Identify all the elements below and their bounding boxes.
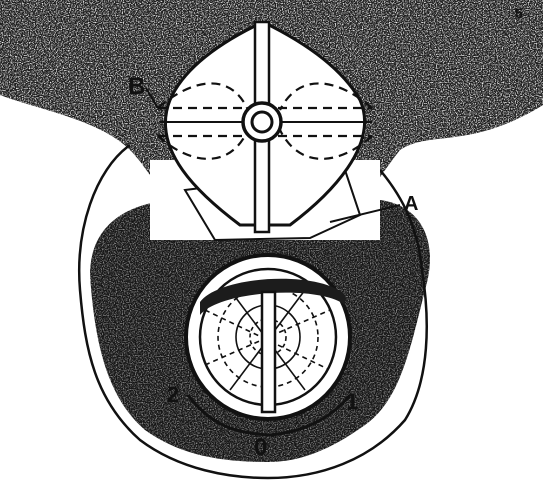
label-b: B: [128, 73, 145, 100]
figure-number: 5: [515, 5, 523, 21]
indicator-needle: [262, 292, 275, 412]
scale-mark-right: 1: [346, 389, 358, 414]
scale-mark-center: 0: [254, 434, 267, 461]
scale-mark-left: 2: [167, 382, 179, 407]
label-a: A: [404, 193, 418, 215]
